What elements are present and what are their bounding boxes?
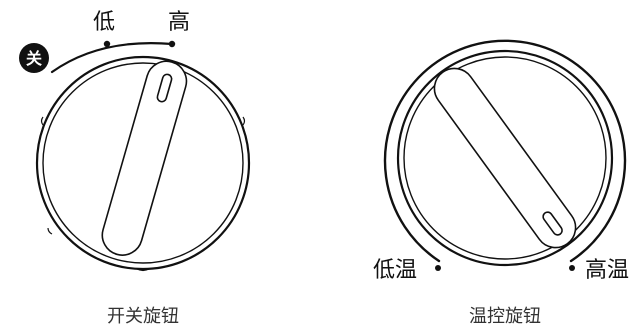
switch-knob-inner-ring <box>42 62 244 264</box>
switch-notch-right <box>242 116 246 126</box>
temp-handle <box>433 67 577 249</box>
switch-caption: 开关旋钮 <box>107 306 179 327</box>
temp-knob-inner-ring <box>403 56 607 260</box>
switch-off-badge <box>19 43 49 73</box>
switch-handle-group <box>101 60 188 256</box>
switch-knob-outer-ring <box>35 55 251 271</box>
switch-notch-left <box>40 116 44 126</box>
temp-caption: 温控旋钮 <box>469 306 541 327</box>
temp-scale-arc <box>383 39 627 263</box>
switch-notch-lower-left <box>47 227 53 235</box>
switch-handle-indicator <box>156 73 173 103</box>
temp-low-label: 低温 <box>373 258 417 283</box>
temp-dot-high <box>569 265 575 271</box>
switch-high-label: 高 <box>168 10 190 35</box>
switch-notch-bottom <box>136 268 150 272</box>
temp-knob: 低温 高温 温控旋钮 <box>373 39 629 327</box>
temp-handle-group <box>433 67 577 249</box>
temp-handle-indicator <box>542 211 563 236</box>
switch-dot-low <box>103 40 111 48</box>
temp-knob-outer-ring <box>396 49 614 267</box>
switch-knob: 关 低 高 开关旋钮 <box>19 10 251 327</box>
switch-scale-arc <box>50 42 174 74</box>
switch-handle <box>101 60 188 256</box>
temp-high-label: 高温 <box>585 258 629 283</box>
switch-dot-high <box>168 40 176 48</box>
switch-low-label: 低 <box>93 10 115 35</box>
switch-off-label: 关 <box>26 49 42 68</box>
temp-dot-low <box>435 265 441 271</box>
